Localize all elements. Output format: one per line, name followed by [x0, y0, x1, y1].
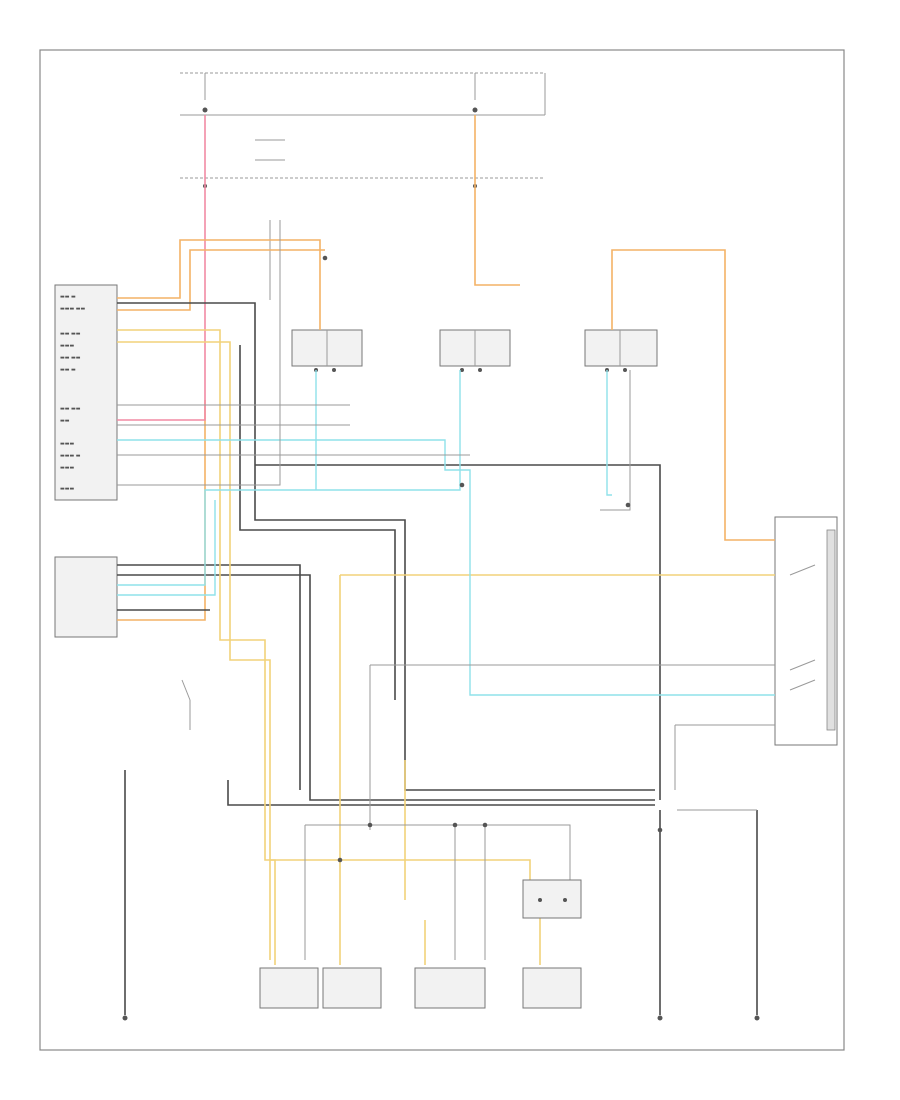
svg-text:▬▬ ▬▬: ▬▬ ▬▬ [60, 355, 81, 361]
cyan-wires [117, 370, 775, 696]
pink-wires [117, 300, 206, 421]
splice-points [322, 255, 663, 863]
svg-text:▬▬ ▬: ▬▬ ▬ [60, 294, 76, 300]
actuator-right-rear [584, 329, 658, 372]
svg-text:▬▬▬: ▬▬▬ [60, 486, 74, 492]
gray-wires [117, 220, 775, 1015]
svg-text:▬▬: ▬▬ [60, 418, 70, 424]
motor-rear-left [414, 967, 486, 1009]
motor-left-front [259, 967, 319, 1009]
motor-rear-right [522, 967, 582, 1009]
switch-assembly-right [774, 516, 838, 746]
svg-text:▬▬▬: ▬▬▬ [60, 441, 74, 447]
relay-lower [522, 879, 582, 919]
yellow-wires [117, 329, 775, 965]
module-lower [54, 556, 118, 638]
svg-text:▬▬ ▬▬: ▬▬ ▬▬ [60, 406, 81, 412]
svg-text:▬▬▬ ▬: ▬▬▬ ▬ [60, 453, 81, 459]
svg-text:▬▬ ▬▬: ▬▬ ▬▬ [60, 331, 81, 337]
top-bus [180, 72, 546, 179]
actuator-right-front [439, 329, 511, 372]
black-wires [117, 302, 661, 806]
svg-text:▬▬▬: ▬▬▬ [60, 465, 74, 471]
orange-wires [117, 239, 775, 621]
relay-switch-left [181, 679, 191, 730]
motor-right-front [322, 967, 382, 1009]
ground-center-right [657, 1015, 663, 1021]
diagram-frame [39, 49, 845, 1051]
svg-text:▬▬▬ ▬▬: ▬▬▬ ▬▬ [60, 306, 85, 312]
svg-text:▬▬▬: ▬▬▬ [60, 343, 74, 349]
ground-right [754, 1015, 760, 1021]
actuator-left-front [291, 329, 363, 372]
feed-wires [204, 115, 520, 300]
svg-text:▬▬ ▬: ▬▬ ▬ [60, 367, 76, 373]
top-fuses [202, 107, 478, 188]
ground-left [122, 1015, 128, 1021]
module-main: ▬▬ ▬ ▬▬▬ ▬▬ ▬▬ ▬▬ ▬▬▬ ▬▬ ▬▬ ▬▬ ▬ ▬▬ ▬▬ ▬… [54, 284, 118, 501]
